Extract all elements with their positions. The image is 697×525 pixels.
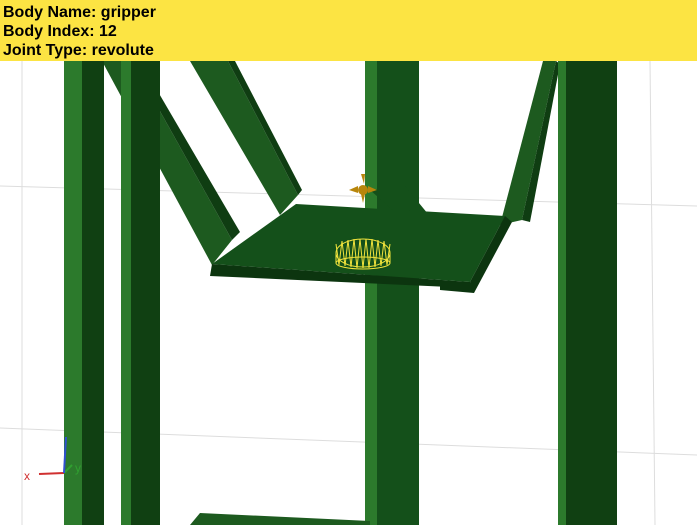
body-info-banner: Body Name: gripper Body Index: 12 Joint … [0, 0, 697, 61]
diagonal-brace-right [500, 61, 560, 225]
joint-type-text: Joint Type: revolute [3, 42, 154, 59]
frame-origin-marker-icon [349, 174, 377, 203]
body-name-text: Body Name: gripper [3, 4, 156, 21]
gripper-platform[interactable] [210, 186, 512, 293]
right-column [558, 61, 617, 525]
bottom-beam [190, 513, 370, 525]
left-outer-column [64, 61, 104, 525]
axis-y-label: y [75, 461, 81, 475]
axis-triad-icon [38, 436, 73, 475]
center-column [365, 61, 419, 525]
revolute-joint-icon[interactable] [335, 238, 391, 270]
body-index-text: Body Index: 12 [3, 23, 117, 40]
left-inner-column [121, 61, 160, 525]
axis-x-label: x [24, 469, 30, 483]
